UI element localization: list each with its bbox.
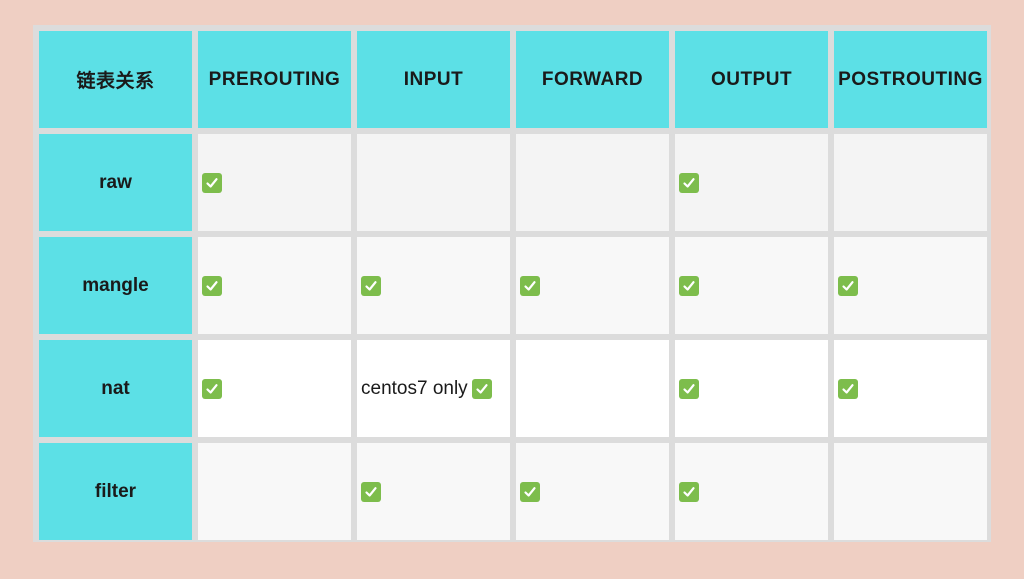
check-mark-icon xyxy=(520,275,540,296)
column-header-output: OUTPUT xyxy=(675,31,828,128)
table-cell xyxy=(516,340,669,437)
column-header-postrouting: POSTROUTING xyxy=(834,31,987,128)
table-cell xyxy=(198,237,351,334)
table-cell xyxy=(516,134,669,231)
table-cell: centos7 only xyxy=(357,340,510,437)
table-cell xyxy=(198,134,351,231)
check-mark-icon xyxy=(679,378,699,399)
column-header-forward: FORWARD xyxy=(516,31,669,128)
chain-table: 链表关系 PREROUTING INPUT FORWARD OUTPUT POS… xyxy=(39,31,987,540)
table-cell xyxy=(834,237,987,334)
check-mark-icon xyxy=(361,481,381,502)
row-header-raw: raw xyxy=(39,134,192,231)
check-mark-icon xyxy=(202,378,222,399)
check-mark-icon xyxy=(838,275,858,296)
check-mark-icon xyxy=(520,481,540,502)
table-cell xyxy=(516,237,669,334)
table-cell xyxy=(675,237,828,334)
corner-header: 链表关系 xyxy=(39,31,192,128)
row-header-filter: filter xyxy=(39,443,192,540)
chain-table-frame: 链表关系 PREROUTING INPUT FORWARD OUTPUT POS… xyxy=(33,25,991,542)
table-cell xyxy=(198,340,351,437)
check-mark-icon xyxy=(471,378,492,399)
row-header-mangle: mangle xyxy=(39,237,192,334)
table-cell xyxy=(357,237,510,334)
table-cell xyxy=(675,443,828,540)
check-mark-icon xyxy=(679,275,699,296)
column-header-prerouting: PREROUTING xyxy=(198,31,351,128)
check-mark-icon xyxy=(202,172,222,193)
table-cell xyxy=(357,134,510,231)
table-cell xyxy=(675,134,828,231)
check-mark-icon xyxy=(679,481,699,502)
table-cell xyxy=(675,340,828,437)
table-cell xyxy=(357,443,510,540)
table-cell xyxy=(516,443,669,540)
check-mark-icon xyxy=(679,172,699,193)
cell-note: centos7 only xyxy=(361,377,468,399)
table-cell xyxy=(834,134,987,231)
table-cell xyxy=(834,443,987,540)
check-mark-icon xyxy=(838,378,858,399)
column-header-input: INPUT xyxy=(357,31,510,128)
row-header-nat: nat xyxy=(39,340,192,437)
check-mark-icon xyxy=(361,275,381,296)
table-cell xyxy=(834,340,987,437)
check-mark-icon xyxy=(202,275,222,296)
table-cell xyxy=(198,443,351,540)
